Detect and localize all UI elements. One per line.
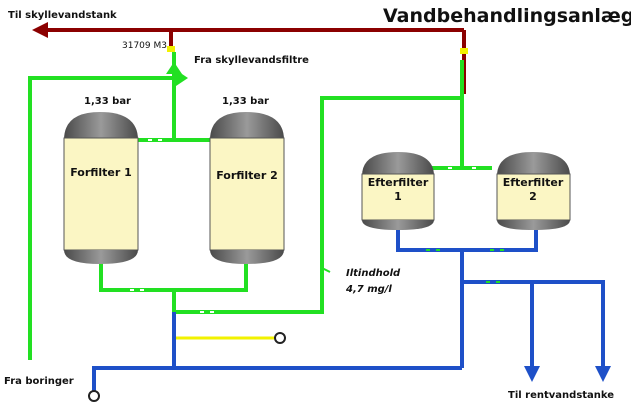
tank-efterfilter-1: Efterfilter 1 <box>361 152 435 230</box>
tank-label: Forfilter 1 <box>70 166 132 179</box>
green-arrow-head <box>166 62 182 74</box>
diagram-title: Vandbehandlingsanlæg <box>383 5 631 27</box>
tank-label-line1: Efterfilter <box>503 176 564 189</box>
blue-arrow-head <box>595 366 611 382</box>
tank-forfilter-1: Forfilter 1 <box>63 112 139 264</box>
sample-valve-icon <box>274 332 286 344</box>
tank-label-line2: 2 <box>529 190 537 203</box>
drain-valve-icon <box>88 390 100 402</box>
tank-label-line2: 1 <box>394 190 402 203</box>
tank-label-line1: Efterfilter <box>368 176 429 189</box>
from-wells-label: Fra boringer <box>4 376 74 387</box>
pressure-label: 1,33 bar <box>222 96 269 107</box>
volume-label: 31709 M3 <box>122 41 167 51</box>
pressure-label: 1,33 bar <box>84 96 131 107</box>
tank-efterfilter-2: Efterfilter 2 <box>496 152 571 230</box>
valve-marker <box>167 46 175 52</box>
oxygen-label-line2: 4,7 mg/l <box>345 284 392 295</box>
valve-marker <box>460 48 468 54</box>
to-clean-tanks-label: Til rentvandstanke <box>508 390 614 401</box>
valve-markers <box>130 139 476 313</box>
blue-pipes <box>92 228 605 392</box>
tank-forfilter-2: Forfilter 2 <box>209 112 285 264</box>
blue-arrow-head <box>524 366 540 382</box>
to-rinse-tank-label: Til skyllevandstank <box>8 10 117 21</box>
rinse-arrow-head <box>32 22 48 38</box>
oxygen-label-line1: Iltindhold <box>346 268 401 279</box>
from-rinse-filters-label: Fra skyllevandsfiltre <box>194 55 309 66</box>
blue-valve-markers <box>426 249 504 283</box>
tank-label: Forfilter 2 <box>216 169 278 182</box>
oxygen-pointer <box>321 267 331 273</box>
